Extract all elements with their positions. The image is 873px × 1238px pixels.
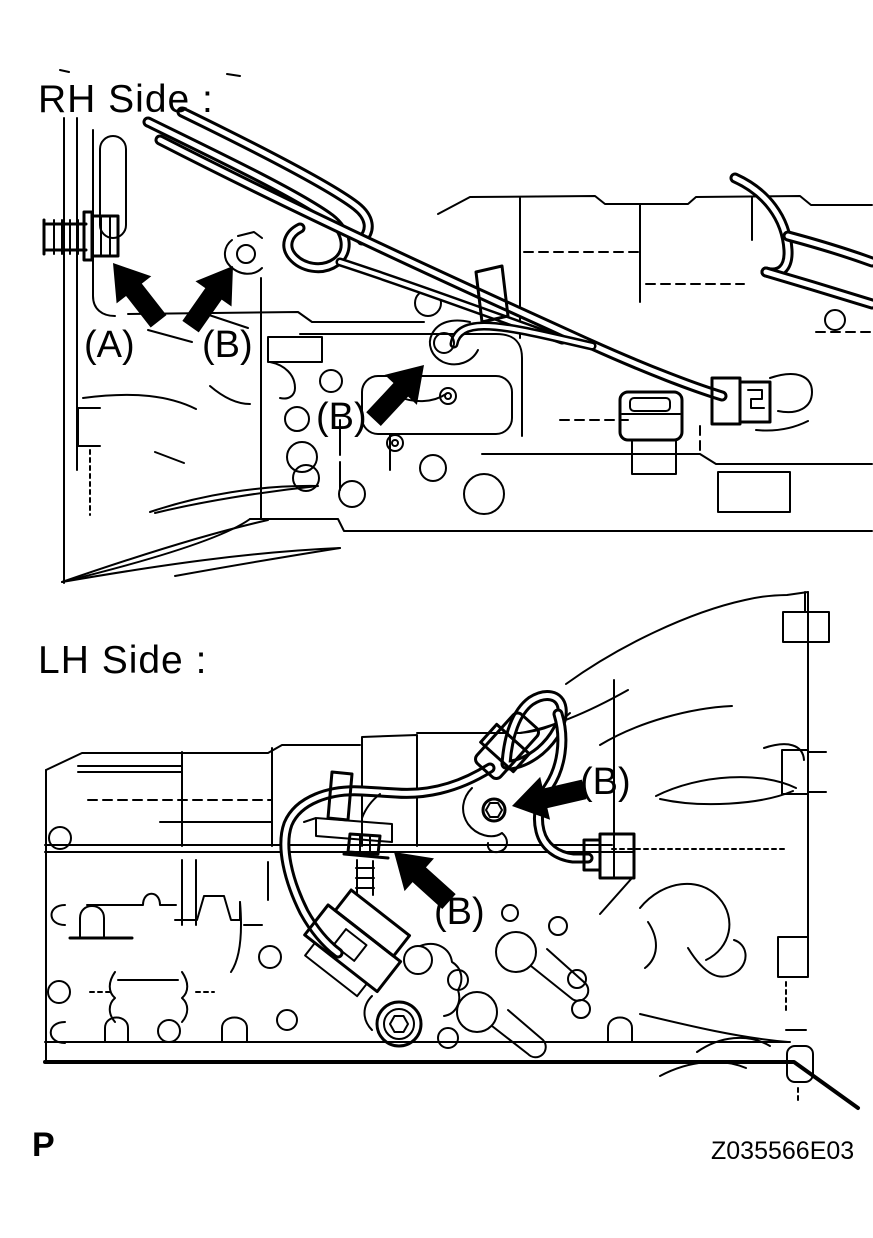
rh-side-diagram	[42, 69, 873, 584]
lh-round-boss	[375, 1000, 423, 1048]
callout-label-b3: (B)	[580, 761, 631, 803]
callout-arrow-b3	[512, 776, 587, 820]
callout-label-b2: (B)	[316, 396, 367, 438]
lh-bolt-upper	[462, 787, 508, 854]
lh-bolt-lower	[342, 832, 390, 896]
rh-connector-2	[710, 376, 772, 426]
callout-label-b4: (B)	[434, 891, 485, 933]
callout-label-a: (A)	[84, 324, 135, 366]
rh-side-title: RH Side :	[38, 78, 214, 121]
rh-clamp-2	[428, 319, 479, 366]
callout-arrow-b4	[394, 852, 456, 909]
lh-keyhole-cutouts	[456, 931, 590, 1059]
rh-clamp-1	[224, 231, 263, 275]
rh-harness-strap	[474, 264, 510, 324]
lh-sensor	[474, 711, 541, 781]
lh-connector-diagonal	[303, 888, 411, 998]
page-marker: P	[32, 1126, 55, 1164]
lh-side-title: LH Side :	[38, 639, 208, 682]
lh-connector-small	[582, 832, 636, 880]
rh-bolt-holes	[284, 309, 846, 515]
lh-bolt-holes	[47, 904, 591, 1049]
callout-arrow-a	[113, 263, 167, 328]
rh-harness-hose	[142, 106, 873, 402]
callout-arrow-b1	[182, 266, 233, 333]
lh-side-diagram	[43, 591, 860, 1110]
figure-code: Z035566E03	[711, 1137, 855, 1165]
callout-arrow-b2	[366, 365, 424, 426]
callout-label-b1: (B)	[202, 324, 253, 366]
rh-connector-1	[618, 390, 684, 475]
